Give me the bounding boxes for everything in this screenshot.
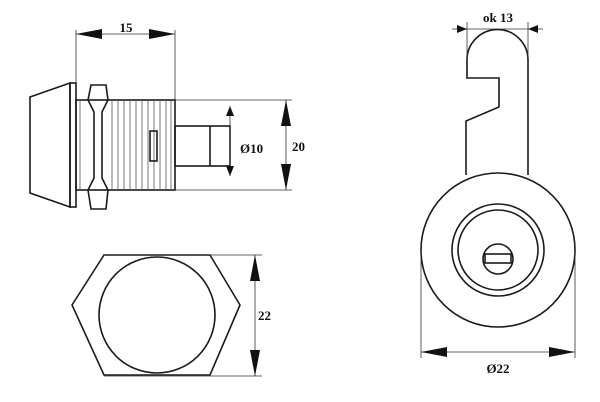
cam (465, 28, 529, 175)
keyway (482, 243, 514, 275)
dim-nut-height: 22 (258, 308, 271, 323)
key-slot (484, 253, 512, 264)
side-view: 15 Ø10 20 (29, 20, 305, 210)
pin (174, 125, 231, 167)
slot (149, 130, 158, 162)
face (420, 172, 576, 328)
hexagon (71, 254, 241, 376)
thread-lines (79, 100, 172, 190)
hex-nut (87, 84, 109, 210)
dim-body-height: 20 (292, 139, 305, 154)
rear-view: ok 13 Ø22 (420, 10, 576, 376)
hex-bore (98, 256, 216, 374)
dim-length: 15 (120, 20, 134, 35)
dim-cam-width: ok 13 (483, 10, 513, 25)
front-hex-view: 22 (71, 254, 271, 377)
cap (29, 81, 71, 209)
dim-pin-diameter: Ø10 (240, 141, 263, 156)
flange (69, 82, 77, 208)
dim-face-diameter: Ø22 (486, 361, 509, 376)
